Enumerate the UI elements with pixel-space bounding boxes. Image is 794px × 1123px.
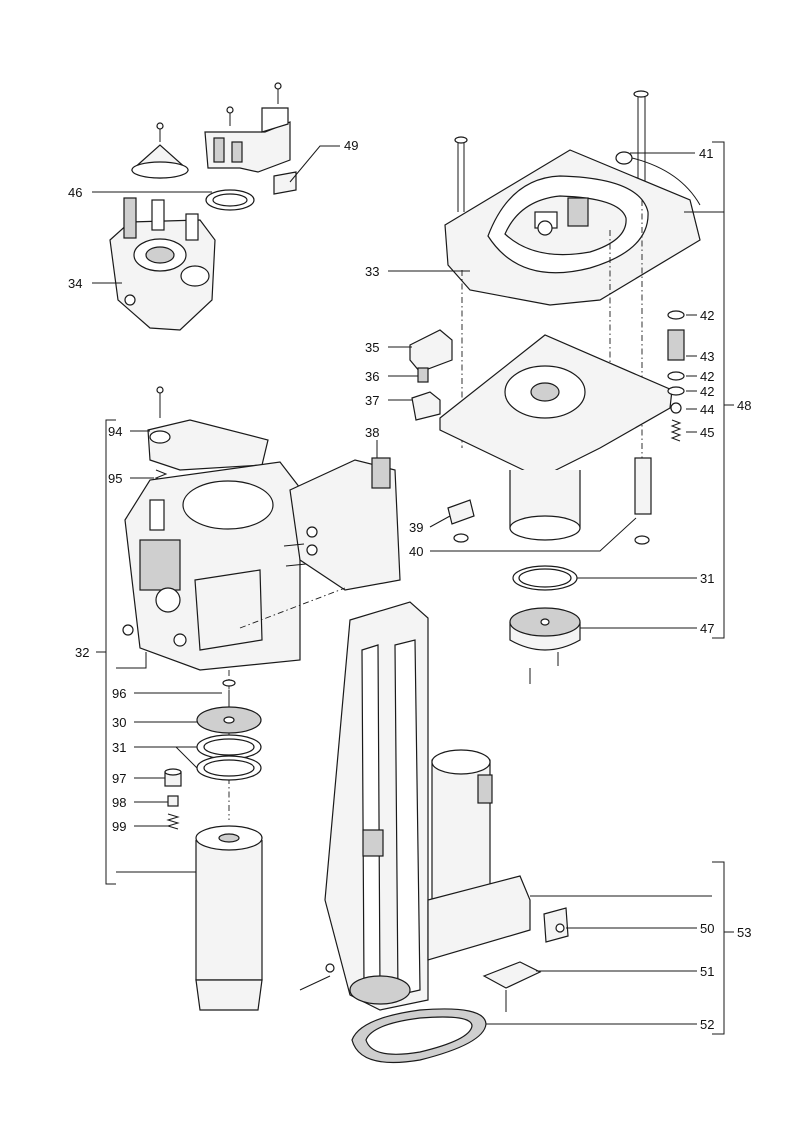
callout-53: 53 (737, 925, 751, 940)
callout-43: 43 (700, 349, 714, 364)
callout-31: 31 (112, 740, 126, 755)
callout-47: 47 (700, 621, 714, 636)
callout-36: 36 (365, 369, 379, 384)
callout-31: 31 (700, 571, 714, 586)
callout-42: 42 (700, 308, 714, 323)
part-group-34 (109, 82, 297, 331)
callout-49: 49 (344, 138, 358, 153)
callout-33: 33 (365, 264, 379, 279)
callout-52: 52 (700, 1017, 714, 1032)
callout-40: 40 (409, 544, 423, 559)
callout-99: 99 (112, 819, 126, 834)
callout-44: 44 (700, 402, 714, 417)
part-group-48 (409, 90, 701, 684)
callout-42: 42 (700, 369, 714, 384)
callout-98: 98 (112, 795, 126, 810)
callout-41: 41 (699, 146, 713, 161)
callout-38: 38 (365, 425, 379, 440)
callout-50: 50 (700, 921, 714, 936)
callout-labels: 49 46 34 41 33 42 43 42 42 44 48 45 35 3… (68, 138, 751, 1032)
callout-39: 39 (409, 520, 423, 535)
callout-42: 42 (700, 384, 714, 399)
callout-48: 48 (737, 398, 751, 413)
part-group-53 (299, 601, 569, 1064)
callout-45: 45 (700, 425, 714, 440)
callout-96: 96 (112, 686, 126, 701)
part-group-tube (164, 670, 263, 1011)
callout-94: 94 (108, 424, 122, 439)
callout-34: 34 (68, 276, 82, 291)
callout-35: 35 (365, 340, 379, 355)
callout-95: 95 (108, 471, 122, 486)
part-group-32 (122, 386, 401, 671)
callout-32: 32 (75, 645, 89, 660)
callout-97: 97 (112, 771, 126, 786)
callout-30: 30 (112, 715, 126, 730)
callout-51: 51 (700, 964, 714, 979)
leader-lines (92, 141, 734, 1035)
callout-46: 46 (68, 185, 82, 200)
callout-37: 37 (365, 393, 379, 408)
